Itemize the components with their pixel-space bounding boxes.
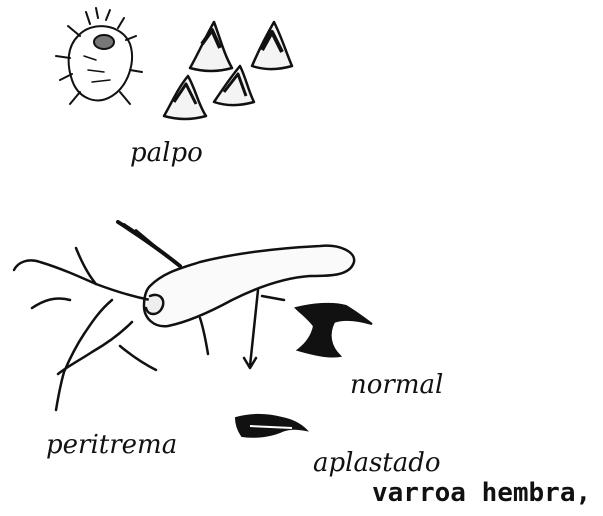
aplastado-peritreme-drawing xyxy=(236,415,306,437)
mite-body-drawing xyxy=(56,8,142,104)
palpo-drawing xyxy=(164,22,292,119)
peritrema-leg-drawing xyxy=(14,222,354,410)
caption: varroa hembra, xyxy=(372,478,591,508)
label-peritrema: peritrema xyxy=(46,432,177,458)
label-aplastado: aplastado xyxy=(313,450,441,476)
label-palpo: palpo xyxy=(130,140,203,166)
label-normal: normal xyxy=(350,372,443,398)
normal-peritreme-drawing xyxy=(296,304,372,357)
